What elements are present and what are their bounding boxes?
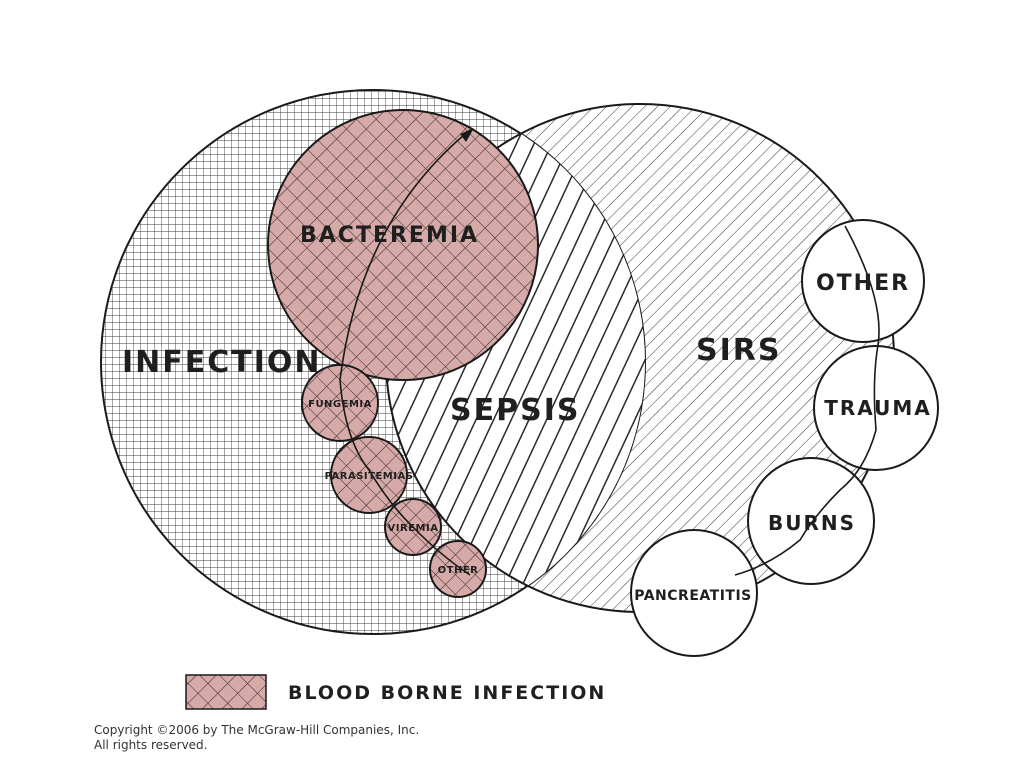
connector-arrow	[460, 128, 474, 142]
sepsis-label: SEPSIS	[450, 393, 580, 428]
burns-circle	[747, 457, 875, 585]
blood-other-label: OTHER	[438, 565, 479, 576]
legend-label: BLOOD BORNE INFECTION	[288, 682, 606, 704]
viremia-label: VIREMIA	[388, 523, 439, 534]
sirs-other-label: OTHER	[816, 271, 910, 296]
parasitemias-label: PARASITEMIAS	[325, 471, 414, 482]
burns-label: BURNS	[768, 511, 856, 535]
trauma-label: TRAUMA	[824, 396, 932, 420]
trauma-circle	[813, 345, 939, 471]
copyright-line-1: Copyright ©2006 by The McGraw-Hill Compa…	[94, 723, 420, 737]
blood-borne-connector	[339, 129, 471, 576]
fungemia-label: FUNGEMIA	[308, 399, 372, 410]
infection-label: INFECTION	[122, 345, 322, 380]
sirs-causes-connector	[734, 225, 880, 576]
pancreatitis-circle	[630, 529, 758, 657]
sirs-other-circle	[801, 219, 925, 343]
bacteremia-label: BACTEREMIA	[300, 223, 479, 248]
pancreatitis-label: PANCREATITIS	[634, 588, 752, 604]
fungemia-circle	[301, 364, 379, 442]
copyright-line-2: All rights reserved.	[94, 738, 208, 752]
legend-swatch	[185, 674, 267, 710]
sirs-label: SIRS	[696, 333, 781, 368]
bacteremia-circle	[267, 109, 539, 381]
parasitemias-circle	[330, 436, 408, 514]
copyright-notice: Copyright ©2006 by The McGraw-Hill Compa…	[94, 723, 419, 753]
